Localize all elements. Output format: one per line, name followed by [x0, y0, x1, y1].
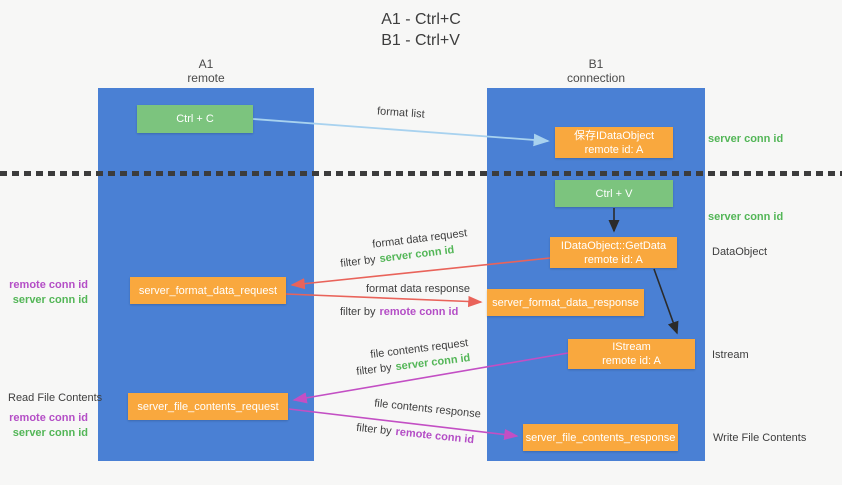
remote-conn-id-text: remote conn id [379, 306, 459, 318]
edge-label-format-data-response: format data response [366, 283, 470, 295]
ctrl-v-label: Ctrl + V [595, 187, 633, 200]
node-server-format-data-request: server_format_data_request [130, 277, 286, 304]
save-idataobject-line1: 保存IDataObject [573, 129, 655, 142]
lane-b1-role: connection [566, 71, 626, 85]
lane-header-b1: B1 connection [487, 57, 705, 85]
annotation-server-conn-id-top: server conn id [708, 133, 784, 145]
filter-by-text: filter by [340, 306, 376, 318]
ctrl-c-label: Ctrl + C [176, 113, 214, 125]
annotation-write-file-contents: Write File Contents [713, 432, 807, 444]
arrow-file-contents-request [292, 352, 569, 404]
getdata-line1: IDataObject::GetData [560, 239, 667, 252]
title-line-1: A1 - Ctrl+C [381, 11, 461, 28]
annotation-istream: Istream [712, 349, 749, 361]
node-ctrl-c: Ctrl + C [137, 105, 253, 133]
annotation-conn-ids-file: remote conn id server conn id [0, 411, 88, 441]
annotation-read-file-contents: Read File Contents [8, 392, 103, 404]
arrow-getdata-to-istream [653, 268, 679, 335]
save-idataobject-line2: remote id: A [584, 143, 644, 156]
annotation-conn-ids-format: remote conn id server conn id [0, 278, 88, 308]
lane-header-a1: A1 remote [98, 57, 314, 85]
dotted-divider [0, 171, 842, 176]
title-line-2: B1 - Ctrl+V [381, 32, 460, 49]
istream-line1: IStream [612, 341, 651, 353]
node-idataobject-getdata: IDataObject::GetData remote id: A [550, 237, 677, 268]
diagram-title: A1 - Ctrl+C B1 - Ctrl+V [0, 9, 842, 51]
node-server-format-data-response: server_format_data_response [487, 289, 644, 316]
node-istream: IStream remote id: A [568, 339, 695, 369]
node-server-file-contents-request: server_file_contents_request [128, 393, 288, 420]
lane-a1-name: A1 [198, 57, 214, 71]
annotation-server-conn-id-2: server conn id [12, 427, 88, 439]
arrow-file-contents-response [288, 408, 519, 441]
node-save-idataobject: 保存IDataObject remote id: A [555, 127, 673, 158]
format-request-label: server_format_data_request [138, 284, 278, 297]
format-response-label: server_format_data_response [492, 296, 639, 309]
istream-line2: remote id: A [602, 355, 661, 367]
lane-a1-role: remote [187, 71, 225, 85]
annotation-server-conn-id-mid: server conn id [708, 211, 784, 223]
file-request-label: server_file_contents_request [137, 400, 279, 413]
node-ctrl-v: Ctrl + V [555, 180, 673, 207]
getdata-line2: remote id: A [584, 253, 643, 266]
lane-b1-name: B1 [588, 57, 604, 71]
arrow-format-list [252, 118, 550, 147]
annotation-server-conn-id-1: server conn id [12, 294, 88, 306]
annotation-remote-conn-id-2: remote conn id [9, 412, 88, 424]
arrow-format-data-request [290, 257, 551, 290]
annotation-dataobject: DataObject [712, 246, 768, 258]
node-server-file-contents-response: server_file_contents_response [523, 424, 678, 451]
arrow-format-data-response [285, 293, 483, 308]
annotation-remote-conn-id-1: remote conn id [9, 279, 88, 291]
file-response-label: server_file_contents_response [525, 431, 676, 444]
